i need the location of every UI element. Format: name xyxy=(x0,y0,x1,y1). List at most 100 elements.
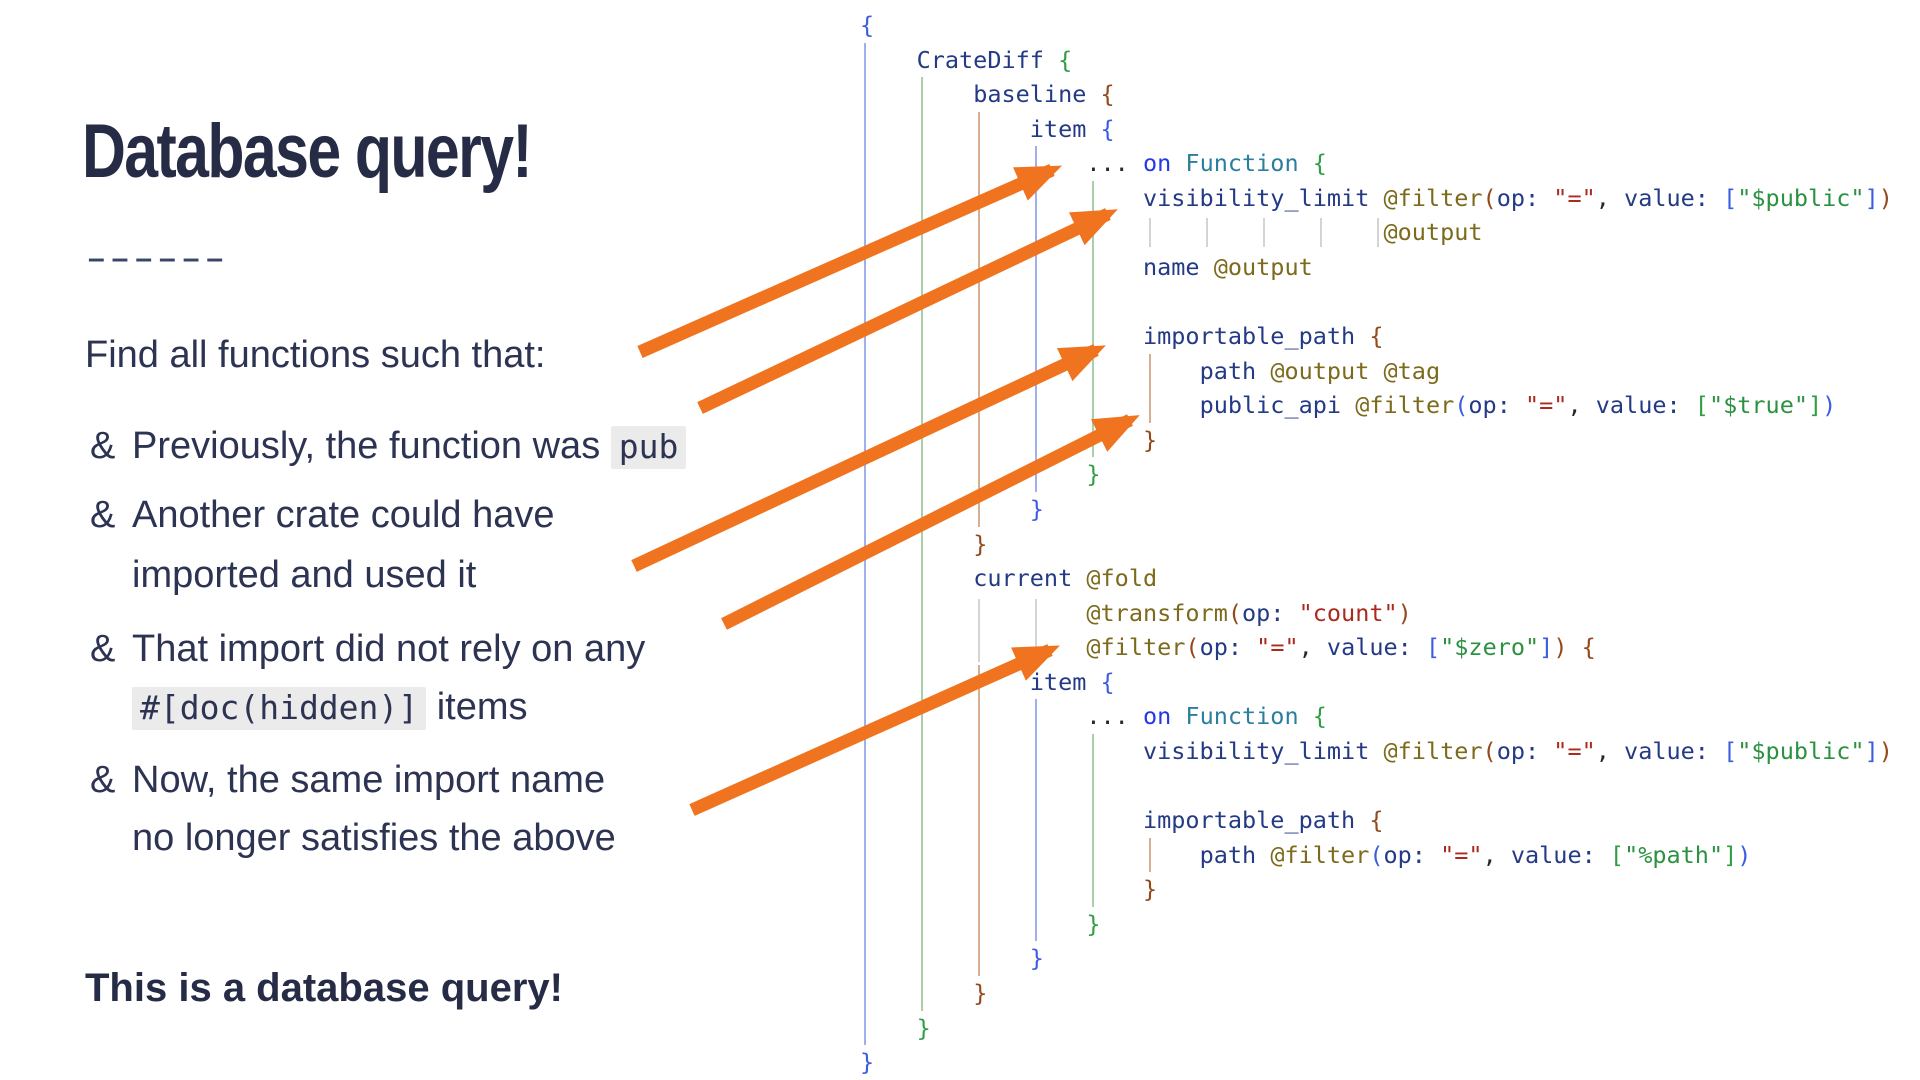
whitespace-pipe xyxy=(1206,218,1209,247)
code-line: } xyxy=(860,457,1101,492)
bullet-text: Now, the same import name xyxy=(132,759,606,801)
arrow-to-importable-path xyxy=(631,344,1106,572)
code-token: value: xyxy=(1624,736,1724,765)
code-token: } xyxy=(973,529,988,558)
bullet-4-line-1: Now, the same import name xyxy=(132,757,605,803)
code-token: ) xyxy=(1553,633,1568,662)
code-token: ] xyxy=(1864,183,1879,212)
title-divider: –––––– xyxy=(88,242,231,275)
code-line: baseline { xyxy=(860,77,1115,112)
code-token: { xyxy=(1100,114,1115,143)
code-token: importable_path xyxy=(1142,806,1370,835)
code-token: ( xyxy=(1482,183,1497,212)
code-line: importable_path { xyxy=(860,319,1384,354)
whitespace-pipe xyxy=(1320,218,1323,247)
code-token: path xyxy=(1199,356,1271,385)
code-token: importable_path xyxy=(1142,322,1370,351)
bullet-text: imported and used it xyxy=(132,554,477,596)
code-token: , xyxy=(1298,633,1327,662)
bullet-text: That import did not rely on any xyxy=(132,628,646,670)
code-line: name @output xyxy=(860,250,1313,285)
code-token: ) xyxy=(1822,391,1837,420)
indent-guide xyxy=(1092,733,1095,907)
code-token: } xyxy=(860,1048,875,1077)
code-token: ) xyxy=(1878,183,1893,212)
code-token: } xyxy=(1086,460,1101,489)
code-token: { xyxy=(1369,806,1384,835)
code-token: [ xyxy=(1694,391,1709,420)
code-token: [ xyxy=(1609,840,1625,869)
code-token: op: xyxy=(1496,736,1554,765)
code-token: path xyxy=(1199,840,1271,869)
code-line: } xyxy=(860,907,1100,942)
code-token: item xyxy=(1029,114,1101,143)
bullet-text: Another crate could have xyxy=(132,494,555,536)
code-token: value: xyxy=(1510,840,1610,869)
code-token: @filter xyxy=(1383,736,1483,765)
code-line: CrateDiff { xyxy=(860,43,1073,78)
code-line: } xyxy=(860,527,987,562)
code-token: public_api xyxy=(1199,391,1356,420)
code-token: @output xyxy=(1213,252,1313,281)
code-token: baseline xyxy=(973,80,1101,109)
code-line: } xyxy=(860,492,1044,527)
code-token: { xyxy=(1312,149,1327,178)
code-line: path @filter(op: "=", value: ["%path"]) xyxy=(860,838,1752,873)
code-token: , xyxy=(1595,183,1625,212)
bullet-1-line-1: Previously, the function was pub xyxy=(132,423,687,470)
code-token: "$public" xyxy=(1737,183,1865,212)
code-token: ( xyxy=(1482,736,1497,765)
code-token: "=" xyxy=(1553,183,1596,212)
whitespace-pipe xyxy=(978,598,981,662)
code-token: ... xyxy=(1086,149,1143,178)
code-token: on xyxy=(1142,702,1172,731)
bullet-marker: & xyxy=(90,759,116,801)
code-token: @filter xyxy=(1270,840,1370,869)
code-token: { xyxy=(1312,702,1327,731)
code-token: , xyxy=(1595,736,1625,765)
indent-guide xyxy=(1035,146,1038,492)
code-token: @tag xyxy=(1383,356,1441,385)
code-token: @filter xyxy=(1355,391,1455,420)
indent-guide xyxy=(1092,180,1095,458)
code-token: value: xyxy=(1624,183,1724,212)
indent-guide xyxy=(1035,699,1038,942)
code-token: ( xyxy=(1454,391,1469,420)
code-line: { xyxy=(860,8,874,43)
bullet-2-line-1: Another crate could have xyxy=(132,492,555,538)
code-token: "$true" xyxy=(1708,391,1808,420)
code-token: @output xyxy=(1270,356,1370,385)
bullet-text: no longer satisfies the above xyxy=(132,817,616,859)
code-token: @fold xyxy=(1086,564,1158,593)
bullet-marker: & xyxy=(90,425,116,467)
bullet-marker: & xyxy=(90,628,116,670)
arrow-to-visibility-limit xyxy=(697,208,1118,414)
code-token: visibility_limit xyxy=(1142,183,1384,212)
code-line: } xyxy=(860,976,987,1011)
code-token: } xyxy=(1142,875,1158,904)
code-token: name xyxy=(1142,252,1214,281)
code-token: op: xyxy=(1496,183,1554,212)
code-token: @filter xyxy=(1383,183,1483,212)
code-token: Function xyxy=(1185,149,1299,178)
code-token: ) xyxy=(1878,736,1893,765)
code-token: { xyxy=(860,11,875,39)
code-token: , xyxy=(1567,391,1596,420)
code-line: } xyxy=(860,1011,931,1046)
bullet-marker: & xyxy=(90,494,116,536)
code-line: } xyxy=(860,941,1044,976)
code-token: value: xyxy=(1595,391,1695,420)
indent-guide xyxy=(1149,353,1152,423)
code-token: ( xyxy=(1227,598,1243,627)
code-token: "=" xyxy=(1525,391,1568,420)
code-token: op: xyxy=(1242,598,1299,627)
whitespace-pipe xyxy=(1149,218,1152,247)
code-token: } xyxy=(916,1013,931,1042)
arrow-to-filter-zero xyxy=(689,644,1060,816)
code-token: ] xyxy=(1539,633,1554,662)
whitespace-pipe xyxy=(1263,218,1266,247)
code-token: [ xyxy=(1723,183,1738,212)
bullet-3-line-1: That import did not rely on any xyxy=(132,626,645,672)
